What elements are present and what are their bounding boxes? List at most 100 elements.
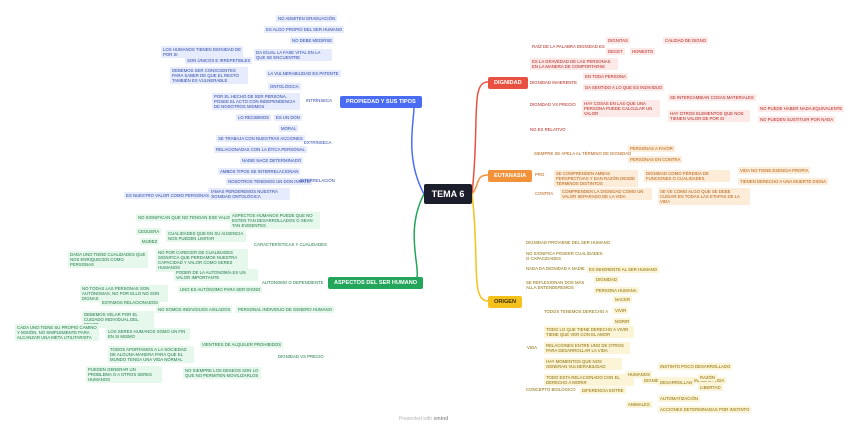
topic[interactable]: NO ADMITEN GRADUACIÓN bbox=[276, 15, 338, 23]
topic[interactable]: CONTRA bbox=[535, 191, 554, 196]
topic[interactable]: CEGUERA bbox=[136, 228, 162, 236]
topic[interactable]: TODO ESTA RELACIONADO CON EL DERECHO A M… bbox=[544, 374, 634, 387]
topic[interactable]: HAY MOMENTOS QUE NOS GENERAN VULNERABILI… bbox=[544, 358, 622, 371]
topic[interactable]: DIGNIDAD COMO PÉRDIDA DE FUNCIONES O CUA… bbox=[644, 170, 730, 183]
topic[interactable]: DEBEMOS SER CONSCIENTES PARA SABER DE QU… bbox=[170, 67, 248, 85]
topic[interactable]: DECET bbox=[606, 48, 625, 56]
topic[interactable]: ES UN DON bbox=[274, 114, 302, 122]
topic[interactable]: POR EL HECHO DE SER PERSONA. POSEE EL AC… bbox=[212, 93, 300, 111]
topic[interactable]: DIGNIDAD INHERENTE bbox=[530, 80, 578, 85]
topic[interactable]: EN TODA PERSONA bbox=[583, 73, 628, 81]
topic[interactable]: DA SENTIDO A LO QUE ES INDIVIDUO bbox=[583, 84, 665, 92]
topic[interactable]: DIGNIDAD VS PRECIO bbox=[278, 354, 324, 359]
topic[interactable]: SIEMPRE SE APELA AL TÉRMINO DE DIGNIDAD bbox=[534, 151, 632, 156]
topic[interactable]: HAY OTROS ELEMENTOS QUE NOS TIENEN VALOR… bbox=[668, 110, 750, 123]
topic[interactable]: NACER bbox=[613, 296, 633, 304]
topic[interactable]: PERSONA HUMANA bbox=[594, 287, 639, 295]
topic[interactable]: VIDA NO TIENE ESENCIA PROPIA bbox=[738, 167, 811, 175]
topic[interactable]: DIGNIDAD VS PRECIO bbox=[530, 102, 576, 107]
topic[interactable]: NO POR CARECER DE CUALIDADES SIGNIFICA Q… bbox=[156, 249, 248, 272]
topic[interactable]: INTERRELACIÓN bbox=[300, 178, 335, 183]
topic[interactable]: DESARROLLAN bbox=[658, 379, 694, 387]
topic[interactable]: CADA UNO TIENE SU PROPIO CAMINO Y MISIÓN… bbox=[15, 324, 99, 342]
topic[interactable]: SE VE COMO ALGO QUE SE DEBE CUIDAR EN TO… bbox=[658, 188, 750, 206]
topic[interactable]: LOS HUMANOS TIENEN DIGNIDAD DE POR SI bbox=[161, 46, 243, 59]
branch-eutanasia[interactable]: EUTANASIA bbox=[488, 170, 533, 182]
topic[interactable]: RELACIONES ENTRE UNO DE OTROS PARA DESAR… bbox=[544, 342, 630, 355]
topic[interactable]: PERSONAL INDIVIDUO DE GENERO HUMANO bbox=[236, 306, 334, 314]
topic[interactable]: VIDA bbox=[527, 345, 538, 350]
topic[interactable]: PERSONAS A FAVOR bbox=[628, 145, 675, 153]
topic[interactable]: CONCEPTO BIOLÓGICO bbox=[526, 387, 576, 392]
topic[interactable]: ANIMALES bbox=[626, 401, 652, 409]
topic[interactable]: ONTOLÓGICA bbox=[268, 83, 301, 91]
topic[interactable]: SE COMPRENDEN AMBAS PERSPECTIVAS Y DAN R… bbox=[554, 170, 638, 188]
topic[interactable]: CALIDAD DE DIGNO bbox=[663, 37, 709, 45]
topic[interactable]: SE REFLEXIONAN DOS MÁS ALLA ENTENDEREMOS bbox=[526, 280, 585, 291]
topic[interactable]: LIBERTAD bbox=[698, 384, 723, 392]
topic[interactable]: INSTINTO POCO DESARROLLADO bbox=[658, 363, 733, 371]
topic[interactable]: DIFERENCIA ENTRE bbox=[580, 387, 626, 395]
branch-dignidad[interactable]: DIGNIDAD bbox=[488, 77, 528, 89]
topic[interactable]: HUMANOS bbox=[626, 371, 652, 379]
topic[interactable]: UNO ES AUTÓNOMO PARA SER DIGNO bbox=[178, 286, 263, 294]
topic[interactable]: ES INHERENTE AL SER HUMANO bbox=[587, 266, 660, 274]
topic[interactable]: NO SIGNIFICA POSEER CUALIDADES O CAPACID… bbox=[526, 251, 603, 262]
topic[interactable]: NO PUEDE HABER NADA EQUIVALENTE bbox=[758, 105, 845, 113]
topic[interactable]: SON ÚNICOS E IRREPETIBLES bbox=[185, 57, 253, 65]
topic[interactable]: DA IGUAL LA FASE VITAL EN LA QUE SE ENCU… bbox=[254, 49, 332, 62]
topic[interactable]: NO TODAS LAS PERSONAS SON AUTÓNOMAS, NO … bbox=[80, 285, 168, 303]
topic[interactable]: NADA DA DIGNIDAD A NADIE bbox=[526, 266, 585, 271]
topic[interactable]: DADA UNO TIENE CUALIDADES QUE NOS ENRIQU… bbox=[68, 251, 148, 269]
topic[interactable]: MORAL bbox=[279, 125, 299, 133]
topic[interactable]: NOSOTROS TENEMOS UN DON INNATO bbox=[226, 178, 313, 186]
topic[interactable]: RAZÓN bbox=[698, 374, 718, 382]
topic[interactable]: COMPRENDEN LA DIGNIDAD COMO UN VALOR SEP… bbox=[560, 188, 652, 201]
topic[interactable]: CARACTERÍSTICAS Y CUALIDADES bbox=[254, 242, 327, 247]
topic[interactable]: PRO bbox=[535, 172, 545, 177]
topic[interactable]: NO SOMOS INDIVIDUOS AISLADOS bbox=[156, 306, 233, 314]
central-topic[interactable]: TEMA 6 bbox=[424, 184, 472, 204]
topic[interactable]: NO PUEDEN SUSTITUIR POR NADA bbox=[758, 116, 836, 124]
topic[interactable]: DIGNIDAD bbox=[594, 276, 620, 284]
topic[interactable]: AMBOS TIPOS SE INTERRELACIONAN bbox=[218, 168, 301, 176]
topic[interactable]: ES NUESTRO VALOR COMO PERSONAS bbox=[124, 192, 212, 200]
topic[interactable]: PERSONAS EN CONTRA bbox=[628, 156, 683, 164]
topic[interactable]: PUEDEN GENERAR UN PROBLEMA O A OTROS SER… bbox=[86, 366, 162, 384]
topic[interactable]: SE INTERCAMBIAN COSAS MATERIALES bbox=[668, 94, 756, 102]
topic[interactable]: VIENTRES DE ALQUILER PROHIBIDOS bbox=[200, 341, 284, 349]
topic[interactable]: AUTONOMO O DEPENDIENTE bbox=[262, 280, 324, 285]
topic[interactable]: NO DEBE MEDIRSE bbox=[290, 37, 335, 45]
topic[interactable]: CUALIDADES QUE EN SU AUSENCIA NOS PUEDEN… bbox=[166, 230, 246, 243]
topic[interactable]: INTRÍNSECA bbox=[306, 98, 333, 103]
topic[interactable]: VIVIR bbox=[613, 307, 629, 315]
topic[interactable]: DIGNITAS bbox=[606, 37, 630, 45]
topic[interactable]: NO SIEMPRE LOS DESEOS SON LO QUE NO PERM… bbox=[183, 367, 261, 380]
topic[interactable]: DIGNIDAD PROVIENE DEL SER HUMANO bbox=[526, 240, 611, 245]
topic[interactable]: ACCIONES DETERMINADAS POR INSTINTO bbox=[658, 406, 752, 414]
topic[interactable]: TIENEN DERECHO A UNA MUERTE DIGNA bbox=[738, 178, 829, 186]
topic[interactable]: PODER DE LA AUTONOMÍA ES UN VALOR IMPORT… bbox=[174, 269, 258, 282]
topic[interactable]: NADIE NACE DETERMINADO bbox=[240, 157, 304, 165]
topic[interactable]: RELACIONADAS CON LA ÉTICA PERSONAL bbox=[214, 146, 307, 154]
topic[interactable]: LA VULNERABILIDAD ES PATENTE bbox=[266, 70, 341, 78]
topic[interactable]: ES ALGO PROPIO DEL SER HUMANO bbox=[264, 26, 345, 34]
topic[interactable]: LOS SERES HUMANOS SOMO UN FIN EN SI MISM… bbox=[106, 328, 190, 341]
topic[interactable]: AUTOMATIZACIÓN bbox=[658, 395, 701, 403]
topic[interactable]: ES LA GRAVEDAD DE LAS PERSONAS EN LA MAN… bbox=[530, 58, 618, 71]
topic[interactable]: NO ES RELATIVO bbox=[530, 127, 566, 132]
topic[interactable]: EXTRÍNSECA bbox=[304, 140, 332, 145]
topic[interactable]: TODO LO QUE TIENE DERECHO A VIVIR TIENE … bbox=[544, 326, 634, 339]
topic[interactable]: LO RECIBIMOS bbox=[236, 114, 272, 122]
branch-aspectos[interactable]: ASPECTOS DEL SER HUMANO bbox=[328, 277, 424, 289]
topic[interactable]: ASPECTOS HUMANOS PUEDE QUE NO ESTEN TAN … bbox=[230, 212, 320, 230]
branch-origen[interactable]: ORIGEN bbox=[488, 296, 523, 308]
branch-propiedad[interactable]: PROPIEDAD Y SUS TIPOS bbox=[340, 96, 422, 108]
topic[interactable]: HAY COSAS EN LAS QUE UNA PERSONA PUEDE C… bbox=[582, 100, 660, 118]
topic[interactable]: SE TRABAJA CON NUESTRAS ACCIONES bbox=[216, 135, 305, 143]
topic[interactable]: TODOS APORTAMOS A LA SOCIEDAD DE ALGUNA … bbox=[108, 346, 194, 364]
topic[interactable]: TODOS TENEMOS DERECHO A bbox=[544, 309, 609, 314]
topic[interactable]: MUDEZ bbox=[140, 238, 160, 246]
topic[interactable]: RAÍZ DE LA PALABRA DIGNIDAD ES bbox=[532, 44, 605, 49]
topic[interactable]: MORIR bbox=[613, 318, 632, 326]
